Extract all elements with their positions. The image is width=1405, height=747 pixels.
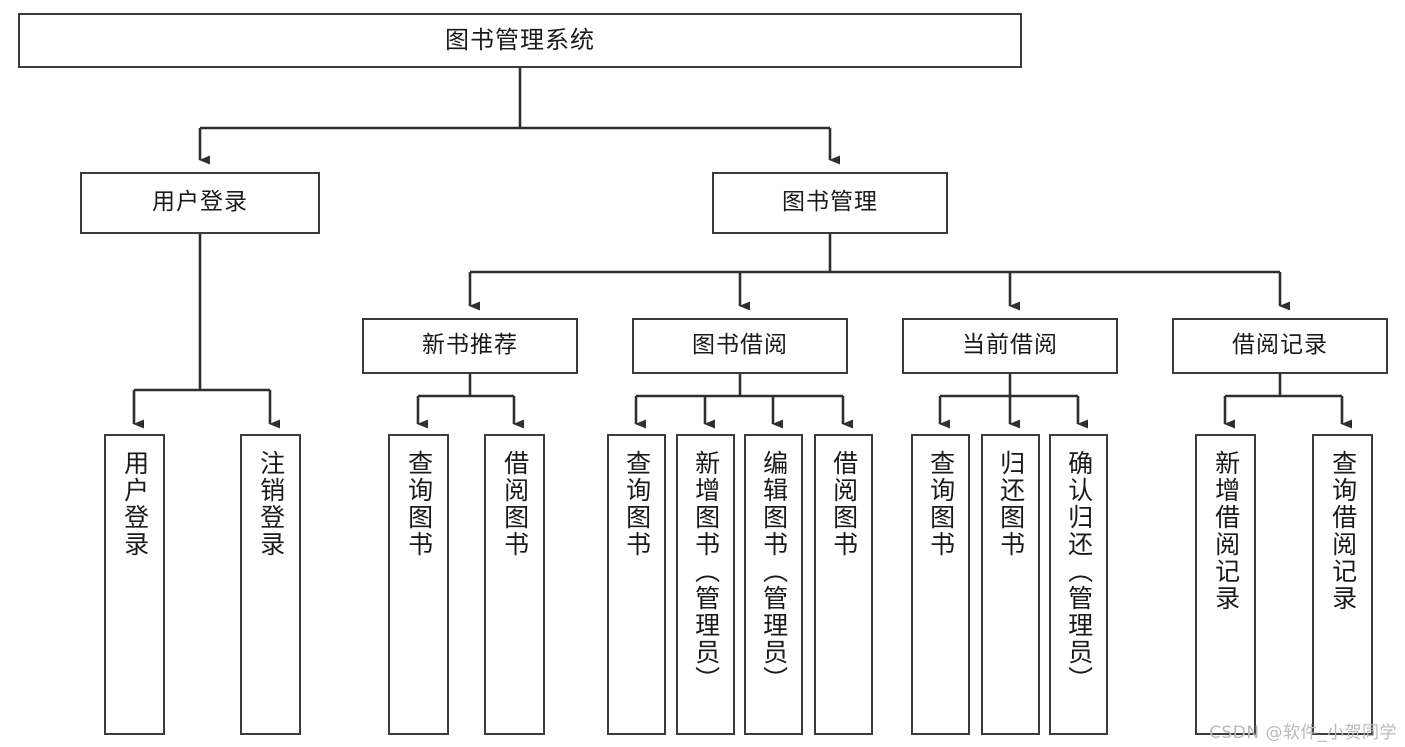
node-leaf-bb-edit-book-label: 编辑图书（管理员） — [759, 450, 789, 693]
node-current-borrow[interactable]: 当前借阅 — [902, 318, 1118, 374]
node-leaf-bb-borrow-book-label: 借阅图书 — [829, 450, 859, 558]
node-new-book-recommend-label: 新书推荐 — [422, 332, 518, 359]
node-leaf-bb-query-book-label: 查询图书 — [622, 450, 652, 558]
node-borrow-record[interactable]: 借阅记录 — [1172, 318, 1388, 374]
node-leaf-user-login[interactable]: 用户登录 — [104, 434, 165, 735]
node-new-book-recommend[interactable]: 新书推荐 — [362, 318, 578, 374]
node-book-management[interactable]: 图书管理 — [712, 172, 948, 234]
node-leaf-logout[interactable]: 注销登录 — [240, 434, 301, 735]
node-book-borrow-label: 图书借阅 — [692, 332, 788, 359]
node-leaf-cb-query-book[interactable]: 查询图书 — [911, 434, 970, 735]
node-leaf-cb-return-book-label: 归还图书 — [996, 450, 1026, 558]
node-leaf-cb-confirm-return-label: 确认归还（管理员） — [1064, 450, 1094, 693]
node-leaf-bb-add-book[interactable]: 新增图书（管理员） — [676, 434, 735, 735]
node-leaf-nb-query-book[interactable]: 查询图书 — [388, 434, 449, 735]
node-leaf-nb-borrow-book[interactable]: 借阅图书 — [484, 434, 545, 735]
node-user-login[interactable]: 用户登录 — [80, 172, 320, 234]
node-leaf-cb-confirm-return[interactable]: 确认归还（管理员） — [1049, 434, 1108, 735]
node-leaf-user-login-label: 用户登录 — [120, 450, 150, 558]
node-borrow-record-label: 借阅记录 — [1232, 332, 1328, 359]
node-leaf-cb-return-book[interactable]: 归还图书 — [981, 434, 1040, 735]
node-leaf-br-add-record-label: 新增借阅记录 — [1211, 450, 1241, 612]
node-leaf-cb-query-book-label: 查询图书 — [926, 450, 956, 558]
node-root-system[interactable]: 图书管理系统 — [18, 13, 1022, 68]
node-leaf-bb-borrow-book[interactable]: 借阅图书 — [814, 434, 873, 735]
node-book-borrow[interactable]: 图书借阅 — [632, 318, 848, 374]
node-leaf-logout-label: 注销登录 — [256, 450, 286, 558]
node-leaf-bb-edit-book[interactable]: 编辑图书（管理员） — [744, 434, 803, 735]
node-leaf-nb-borrow-book-label: 借阅图书 — [500, 450, 530, 558]
node-book-management-label: 图书管理 — [782, 189, 878, 216]
node-leaf-br-query-record-label: 查询借阅记录 — [1328, 450, 1358, 612]
node-leaf-br-query-record[interactable]: 查询借阅记录 — [1312, 434, 1373, 735]
node-leaf-nb-query-book-label: 查询图书 — [404, 450, 434, 558]
node-leaf-bb-add-book-label: 新增图书（管理员） — [691, 450, 721, 693]
node-user-login-label: 用户登录 — [152, 189, 248, 216]
node-root-system-label: 图书管理系统 — [445, 26, 595, 55]
node-leaf-bb-query-book[interactable]: 查询图书 — [607, 434, 666, 735]
node-leaf-br-add-record[interactable]: 新增借阅记录 — [1195, 434, 1256, 735]
node-current-borrow-label: 当前借阅 — [962, 332, 1058, 359]
